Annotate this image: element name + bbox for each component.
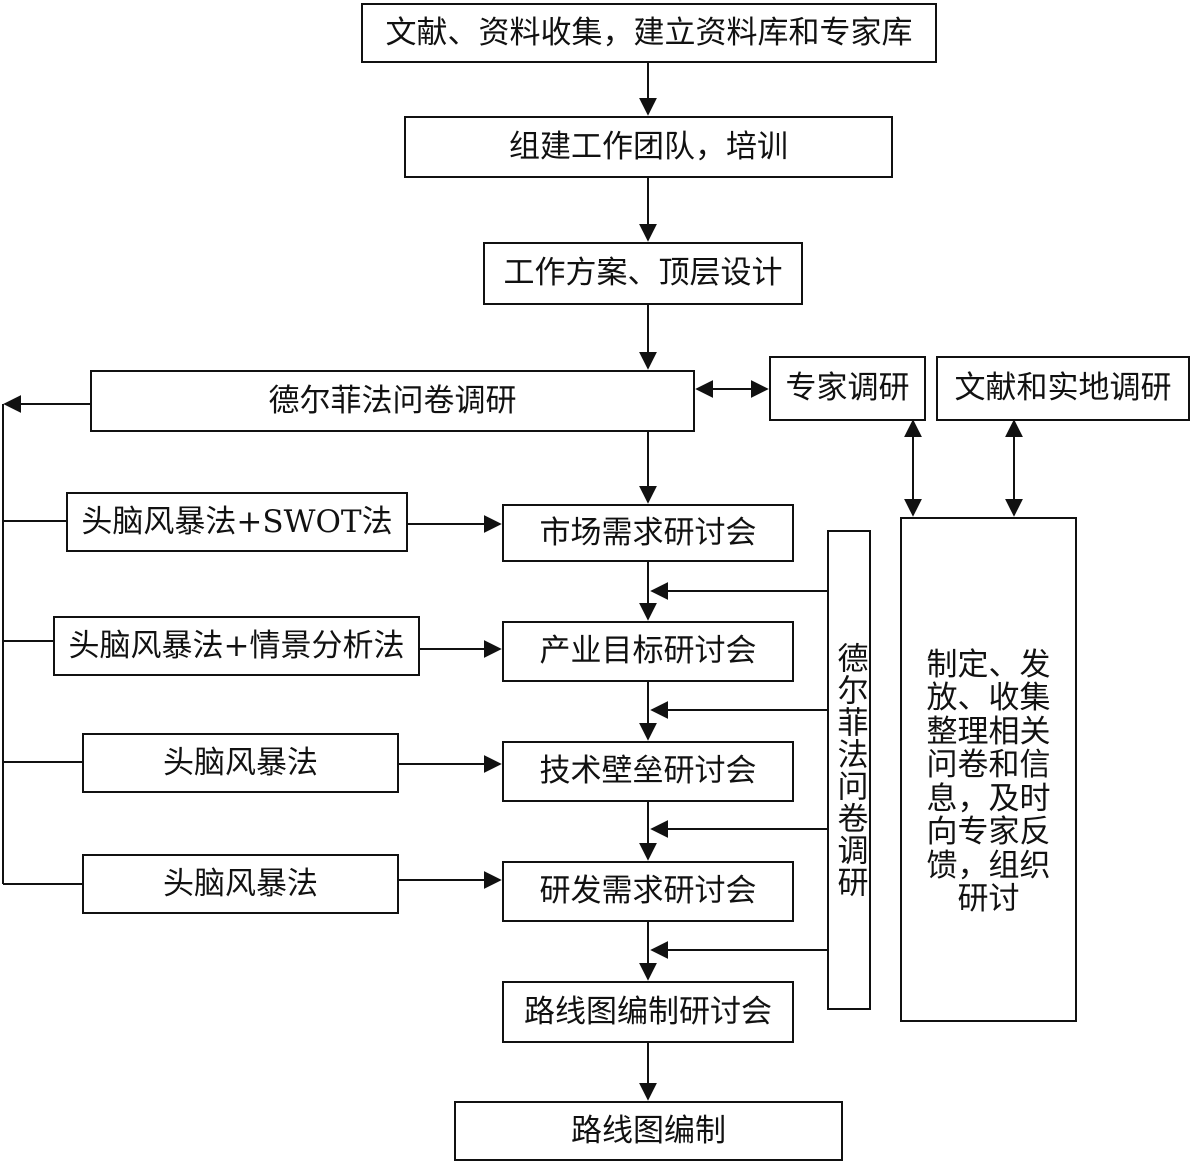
field-survey-label: 文献和实地调研 bbox=[954, 370, 1172, 407]
team-label: 组建工作团队，培训 bbox=[509, 128, 788, 165]
method-swot-label: 头脑风暴法+SWOT法 bbox=[81, 503, 393, 540]
roadmap-label: 路线图编制 bbox=[571, 1112, 726, 1149]
industry-node: 产业目标研讨会 bbox=[502, 621, 794, 682]
market-node: 市场需求研讨会 bbox=[502, 504, 794, 562]
feedback-node: 制定、发放、收集整理相关问卷和信息，及时向专家反馈，组织研讨 bbox=[900, 517, 1077, 1022]
plan-label: 工作方案、顶层设计 bbox=[503, 255, 783, 292]
industry-label: 产业目标研讨会 bbox=[539, 633, 757, 670]
roadmap-meeting-label: 路线图编制研讨会 bbox=[524, 993, 772, 1030]
delphi-survey-node: 德尔菲法问卷调研 bbox=[90, 370, 695, 432]
method-bs2-label: 头脑风暴法 bbox=[163, 865, 318, 902]
expert-survey-label: 专家调研 bbox=[785, 370, 910, 407]
method-bs1-node: 头脑风暴法 bbox=[82, 733, 399, 793]
rnd-label: 研发需求研讨会 bbox=[539, 873, 757, 910]
barrier-label: 技术壁垒研讨会 bbox=[539, 753, 757, 790]
plan-node: 工作方案、顶层设计 bbox=[483, 242, 803, 305]
rnd-node: 研发需求研讨会 bbox=[502, 861, 794, 922]
method-bs1-label: 头脑风暴法 bbox=[163, 744, 318, 781]
delphi-vertical-node: 德尔菲法问卷调研 bbox=[827, 530, 871, 1010]
roadmap-node: 路线图编制 bbox=[454, 1101, 843, 1161]
team-node: 组建工作团队，培训 bbox=[404, 116, 893, 178]
expert-survey-node: 专家调研 bbox=[769, 356, 926, 421]
delphi-vertical-label: 德尔菲法问卷调研 bbox=[831, 642, 868, 898]
feedback-label: 制定、发放、收集整理相关问卷和信息，及时向专家反馈，组织研讨 bbox=[926, 647, 1051, 918]
collect-label: 文献、资料收集，建立资料库和专家库 bbox=[385, 14, 913, 51]
market-label: 市场需求研讨会 bbox=[539, 514, 757, 551]
method-scenario-label: 头脑风暴法+情景分析法 bbox=[68, 627, 405, 664]
collect-node: 文献、资料收集，建立资料库和专家库 bbox=[361, 3, 937, 63]
method-scenario-node: 头脑风暴法+情景分析法 bbox=[53, 616, 420, 676]
field-survey-node: 文献和实地调研 bbox=[936, 356, 1190, 421]
method-bs2-node: 头脑风暴法 bbox=[82, 854, 399, 914]
roadmap-meeting-node: 路线图编制研讨会 bbox=[502, 981, 794, 1043]
method-swot-node: 头脑风暴法+SWOT法 bbox=[66, 492, 408, 552]
barrier-node: 技术壁垒研讨会 bbox=[502, 741, 794, 802]
delphi-survey-label: 德尔菲法问卷调研 bbox=[268, 382, 517, 419]
